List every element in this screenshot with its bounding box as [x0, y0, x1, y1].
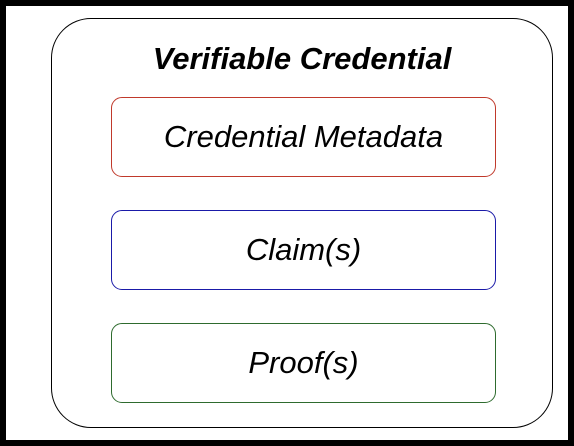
verifiable-credential-container: Verifiable Credential Credential Metadat…	[51, 18, 553, 428]
claims-box: Claim(s)	[111, 210, 496, 290]
proofs-box: Proof(s)	[111, 323, 496, 403]
diagram-canvas: Verifiable Credential Credential Metadat…	[6, 6, 568, 440]
credential-metadata-label: Credential Metadata	[163, 119, 444, 154]
claims-label: Claim(s)	[245, 232, 362, 267]
diagram-title: Verifiable Credential	[152, 41, 452, 76]
credential-metadata-box: Credential Metadata	[111, 97, 496, 177]
proofs-label: Proof(s)	[248, 345, 359, 380]
